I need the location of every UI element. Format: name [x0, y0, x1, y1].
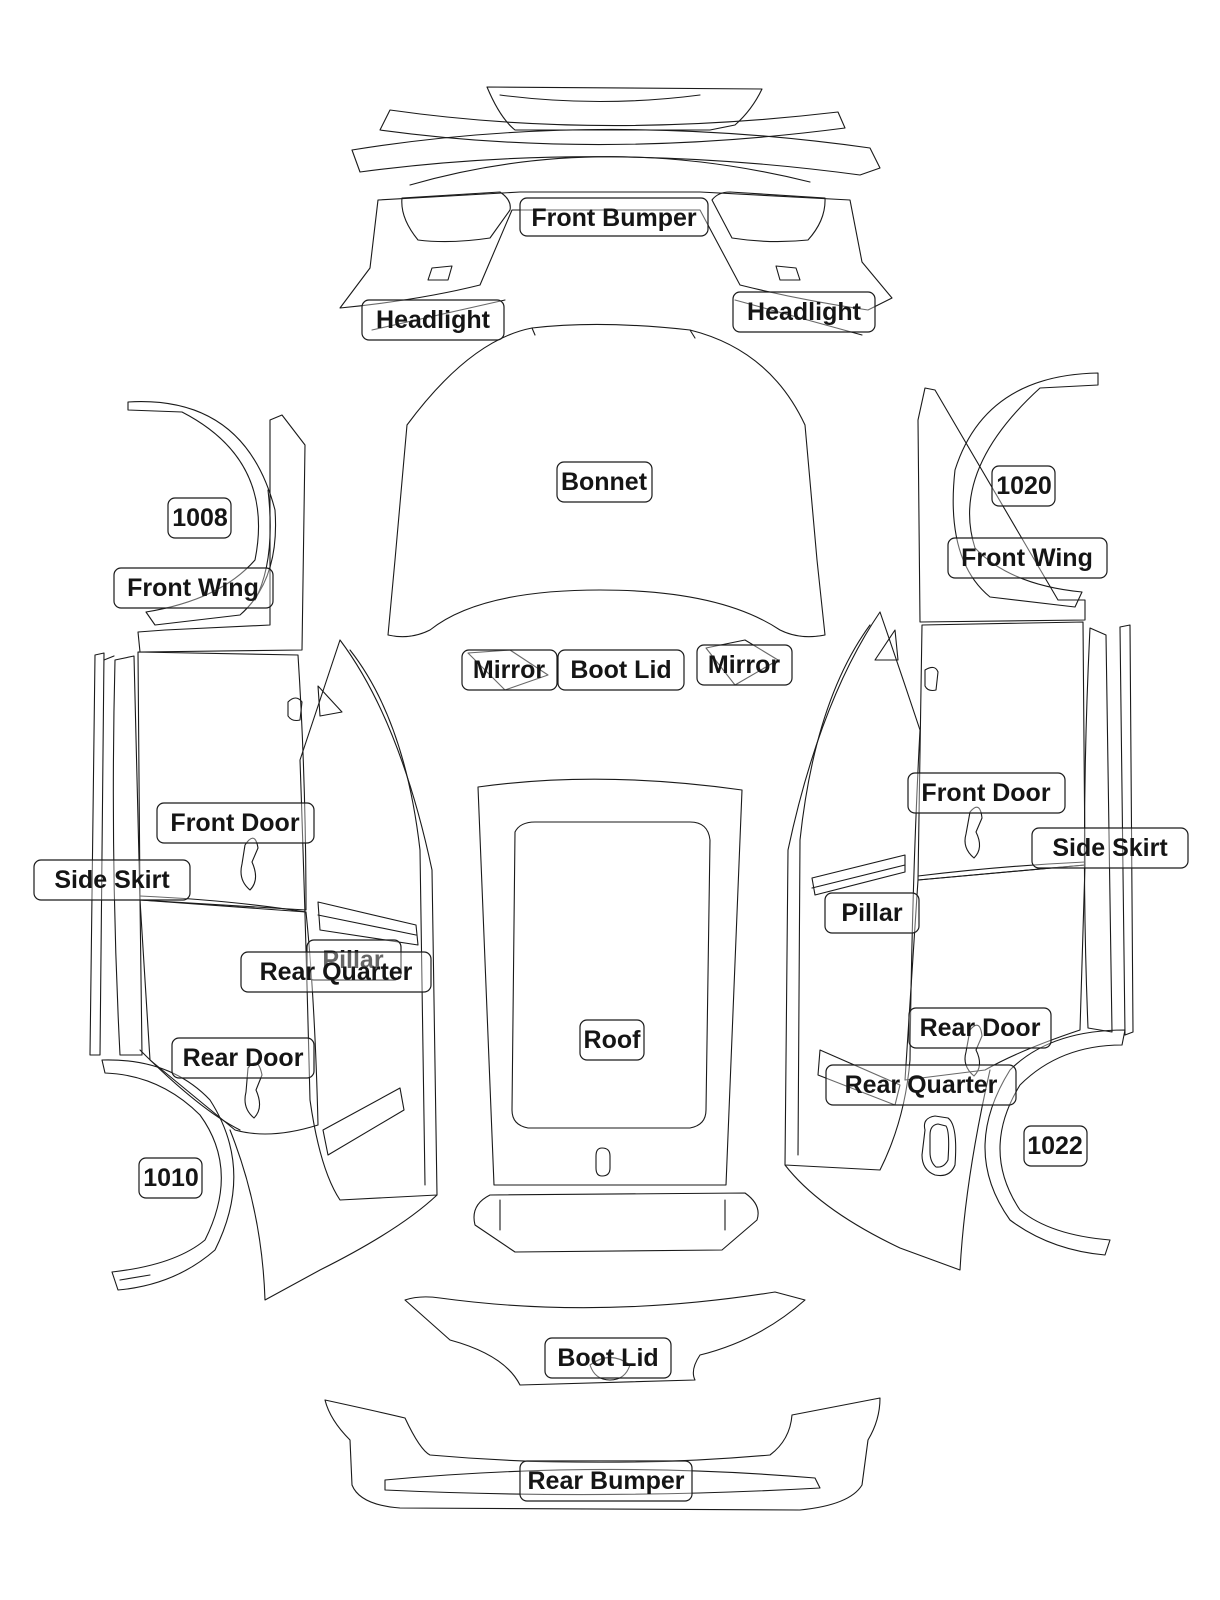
code-wheel-arch-front-right[interactable]: 1020	[991, 465, 1056, 507]
mirror-outlines	[467, 639, 779, 691]
label-side-skirt-right[interactable]: Side Skirt	[1031, 827, 1189, 869]
label-front-bumper-text: Front Bumper	[531, 204, 697, 232]
front-bumper-outlines	[339, 86, 893, 336]
rear-bumper-outline	[324, 1397, 881, 1511]
bonnet-outline	[387, 323, 826, 638]
code-wheel-arch-rear-left-text: 1010	[143, 1164, 199, 1192]
label-boot-lid-lower[interactable]: Boot Lid	[544, 1337, 672, 1379]
label-front-wing-left[interactable]: Front Wing	[113, 567, 274, 609]
left-rear-door-outline	[139, 899, 319, 1135]
label-headlight-left-text: Headlight	[376, 306, 491, 334]
label-side-skirt-right-text: Side Skirt	[1052, 834, 1168, 862]
code-wheel-arch-front-left[interactable]: 1008	[167, 497, 232, 539]
label-side-skirt-left-text: Side Skirt	[54, 866, 170, 894]
label-mirror-left-text: Mirror	[473, 656, 546, 684]
right-rear-wheel-arch-outline	[984, 1029, 1126, 1256]
label-roof-text: Roof	[584, 1026, 642, 1054]
label-rear-door-left[interactable]: Rear Door	[171, 1037, 315, 1079]
label-side-skirt-left[interactable]: Side Skirt	[33, 859, 191, 901]
label-pillar-left-text: Pillar	[322, 946, 383, 974]
label-mirror-left[interactable]: Mirror	[461, 649, 558, 691]
label-rear-bumper-text: Rear Bumper	[528, 1467, 685, 1495]
label-bonnet[interactable]: Bonnet	[556, 461, 653, 503]
left-rear-wheel-arch-outline	[101, 1059, 235, 1291]
left-front-door-outline	[137, 651, 307, 913]
left-pillar-outline	[317, 901, 419, 946]
boot-lid-outline	[404, 1291, 806, 1386]
label-rear-quarter-right[interactable]: Rear Quarter	[825, 1064, 1017, 1106]
code-wheel-arch-rear-left[interactable]: 1010	[138, 1157, 203, 1199]
label-bonnet-text: Bonnet	[561, 468, 648, 496]
label-headlight-right-text: Headlight	[747, 298, 862, 326]
left-rear-quarter-outline	[229, 639, 438, 1301]
label-front-door-left-text: Front Door	[170, 809, 299, 837]
label-roof[interactable]: Roof	[579, 1019, 645, 1061]
label-front-door-left[interactable]: Front Door	[156, 802, 315, 844]
label-rear-door-left-text: Rear Door	[183, 1044, 304, 1072]
left-side-skirt-outline	[89, 652, 143, 1056]
label-boot-lid-upper-text: Boot Lid	[570, 656, 671, 684]
label-mirror-right[interactable]: Mirror	[696, 644, 793, 686]
label-pillar-right[interactable]: Pillar	[824, 892, 920, 934]
code-wheel-arch-front-left-text: 1008	[172, 504, 228, 532]
label-rear-bumper[interactable]: Rear Bumper	[519, 1460, 693, 1502]
label-front-wing-left-text: Front Wing	[127, 574, 259, 602]
right-front-wing-outline	[917, 372, 1099, 623]
label-pillar-right-text: Pillar	[841, 899, 902, 927]
label-headlight-right[interactable]: Headlight	[732, 291, 876, 333]
label-front-wing-right[interactable]: Front Wing	[947, 537, 1108, 579]
label-rear-quarter-right-text: Rear Quarter	[845, 1071, 998, 1099]
label-headlight-left[interactable]: Headlight	[361, 299, 505, 341]
label-boot-lid-upper[interactable]: Boot Lid	[557, 649, 685, 691]
code-wheel-arch-rear-right[interactable]: 1022	[1023, 1125, 1088, 1167]
label-pillar-left[interactable]: Pillar	[306, 939, 402, 981]
right-rear-quarter-outline	[784, 611, 991, 1271]
label-front-door-right-text: Front Door	[921, 779, 1050, 807]
label-mirror-right-text: Mirror	[708, 651, 781, 679]
right-pillar-outline	[811, 854, 906, 896]
label-rear-door-right-text: Rear Door	[920, 1014, 1041, 1042]
label-rear-quarter-left[interactable]: Rear Quarter	[240, 951, 432, 993]
label-front-bumper[interactable]: Front Bumper	[519, 197, 709, 237]
label-front-door-right[interactable]: Front Door	[907, 772, 1066, 814]
label-rear-door-right[interactable]: Rear Door	[908, 1007, 1052, 1049]
label-rear-quarter-left-text: Rear Quarter	[260, 958, 413, 986]
label-boot-lid-lower-text: Boot Lid	[557, 1344, 658, 1372]
label-front-wing-right-text: Front Wing	[961, 544, 1093, 572]
roof-outline	[473, 778, 759, 1253]
code-wheel-arch-rear-right-text: 1022	[1027, 1132, 1083, 1160]
code-wheel-arch-front-right-text: 1020	[996, 472, 1052, 500]
